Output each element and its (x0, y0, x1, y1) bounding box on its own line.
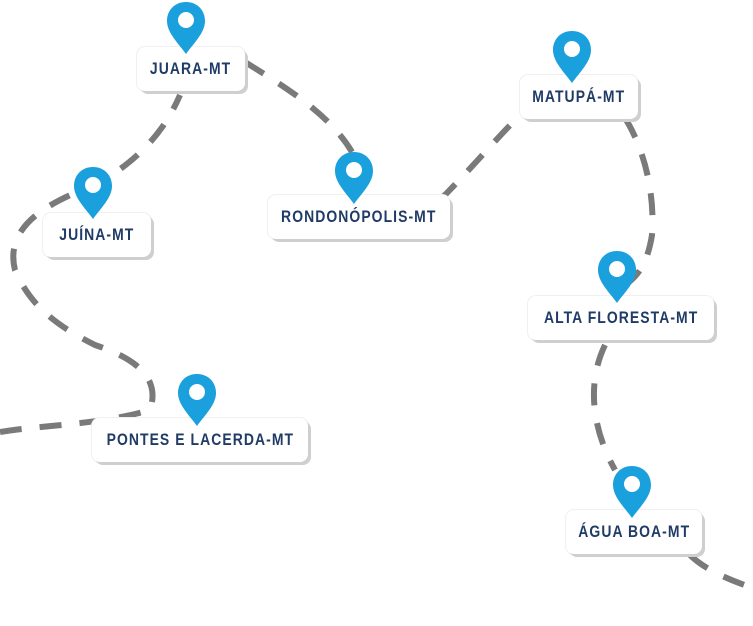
route-dashed-line (590, 343, 618, 472)
city-name: RONDONÓPOLIS-MT (281, 207, 437, 226)
city-name: MATUPÁ-MT (532, 87, 626, 106)
city-name: JUARA-MT (150, 59, 232, 78)
city-label-juina[interactable]: JUÍNA-MT (43, 213, 151, 257)
city-name: JUÍNA-MT (59, 225, 135, 244)
route-dashed-line (622, 116, 656, 288)
route-dashed-line (687, 552, 753, 591)
map-pin-icon[interactable] (551, 29, 593, 85)
map-pin-icon[interactable] (165, 0, 207, 56)
map-pin-icon[interactable] (333, 150, 375, 206)
city-label-juara[interactable]: JUARA-MT (137, 47, 245, 91)
route-dashed-line (437, 112, 523, 203)
map-pin-icon[interactable] (611, 464, 653, 520)
city-label-agua-boa[interactable]: ÁGUA BOA-MT (566, 510, 702, 554)
city-label-pontes-e-lacerda[interactable]: PONTES E LACERDA-MT (92, 418, 308, 462)
city-label-alta-floresta[interactable]: ALTA FLORESTA-MT (528, 296, 714, 340)
map-pin-icon[interactable] (596, 249, 638, 305)
city-name: PONTES E LACERDA-MT (106, 430, 294, 449)
map-pin-icon[interactable] (72, 165, 114, 221)
city-label-rondonopolis[interactable]: RONDONÓPOLIS-MT (268, 195, 450, 239)
city-label-matupa[interactable]: MATUPÁ-MT (520, 75, 638, 119)
route-dashed-line (0, 93, 183, 435)
city-name: ÁGUA BOA-MT (578, 522, 690, 541)
route-dashed-line (243, 59, 355, 154)
city-name: ALTA FLORESTA-MT (543, 308, 699, 327)
map-pin-icon[interactable] (176, 372, 218, 428)
